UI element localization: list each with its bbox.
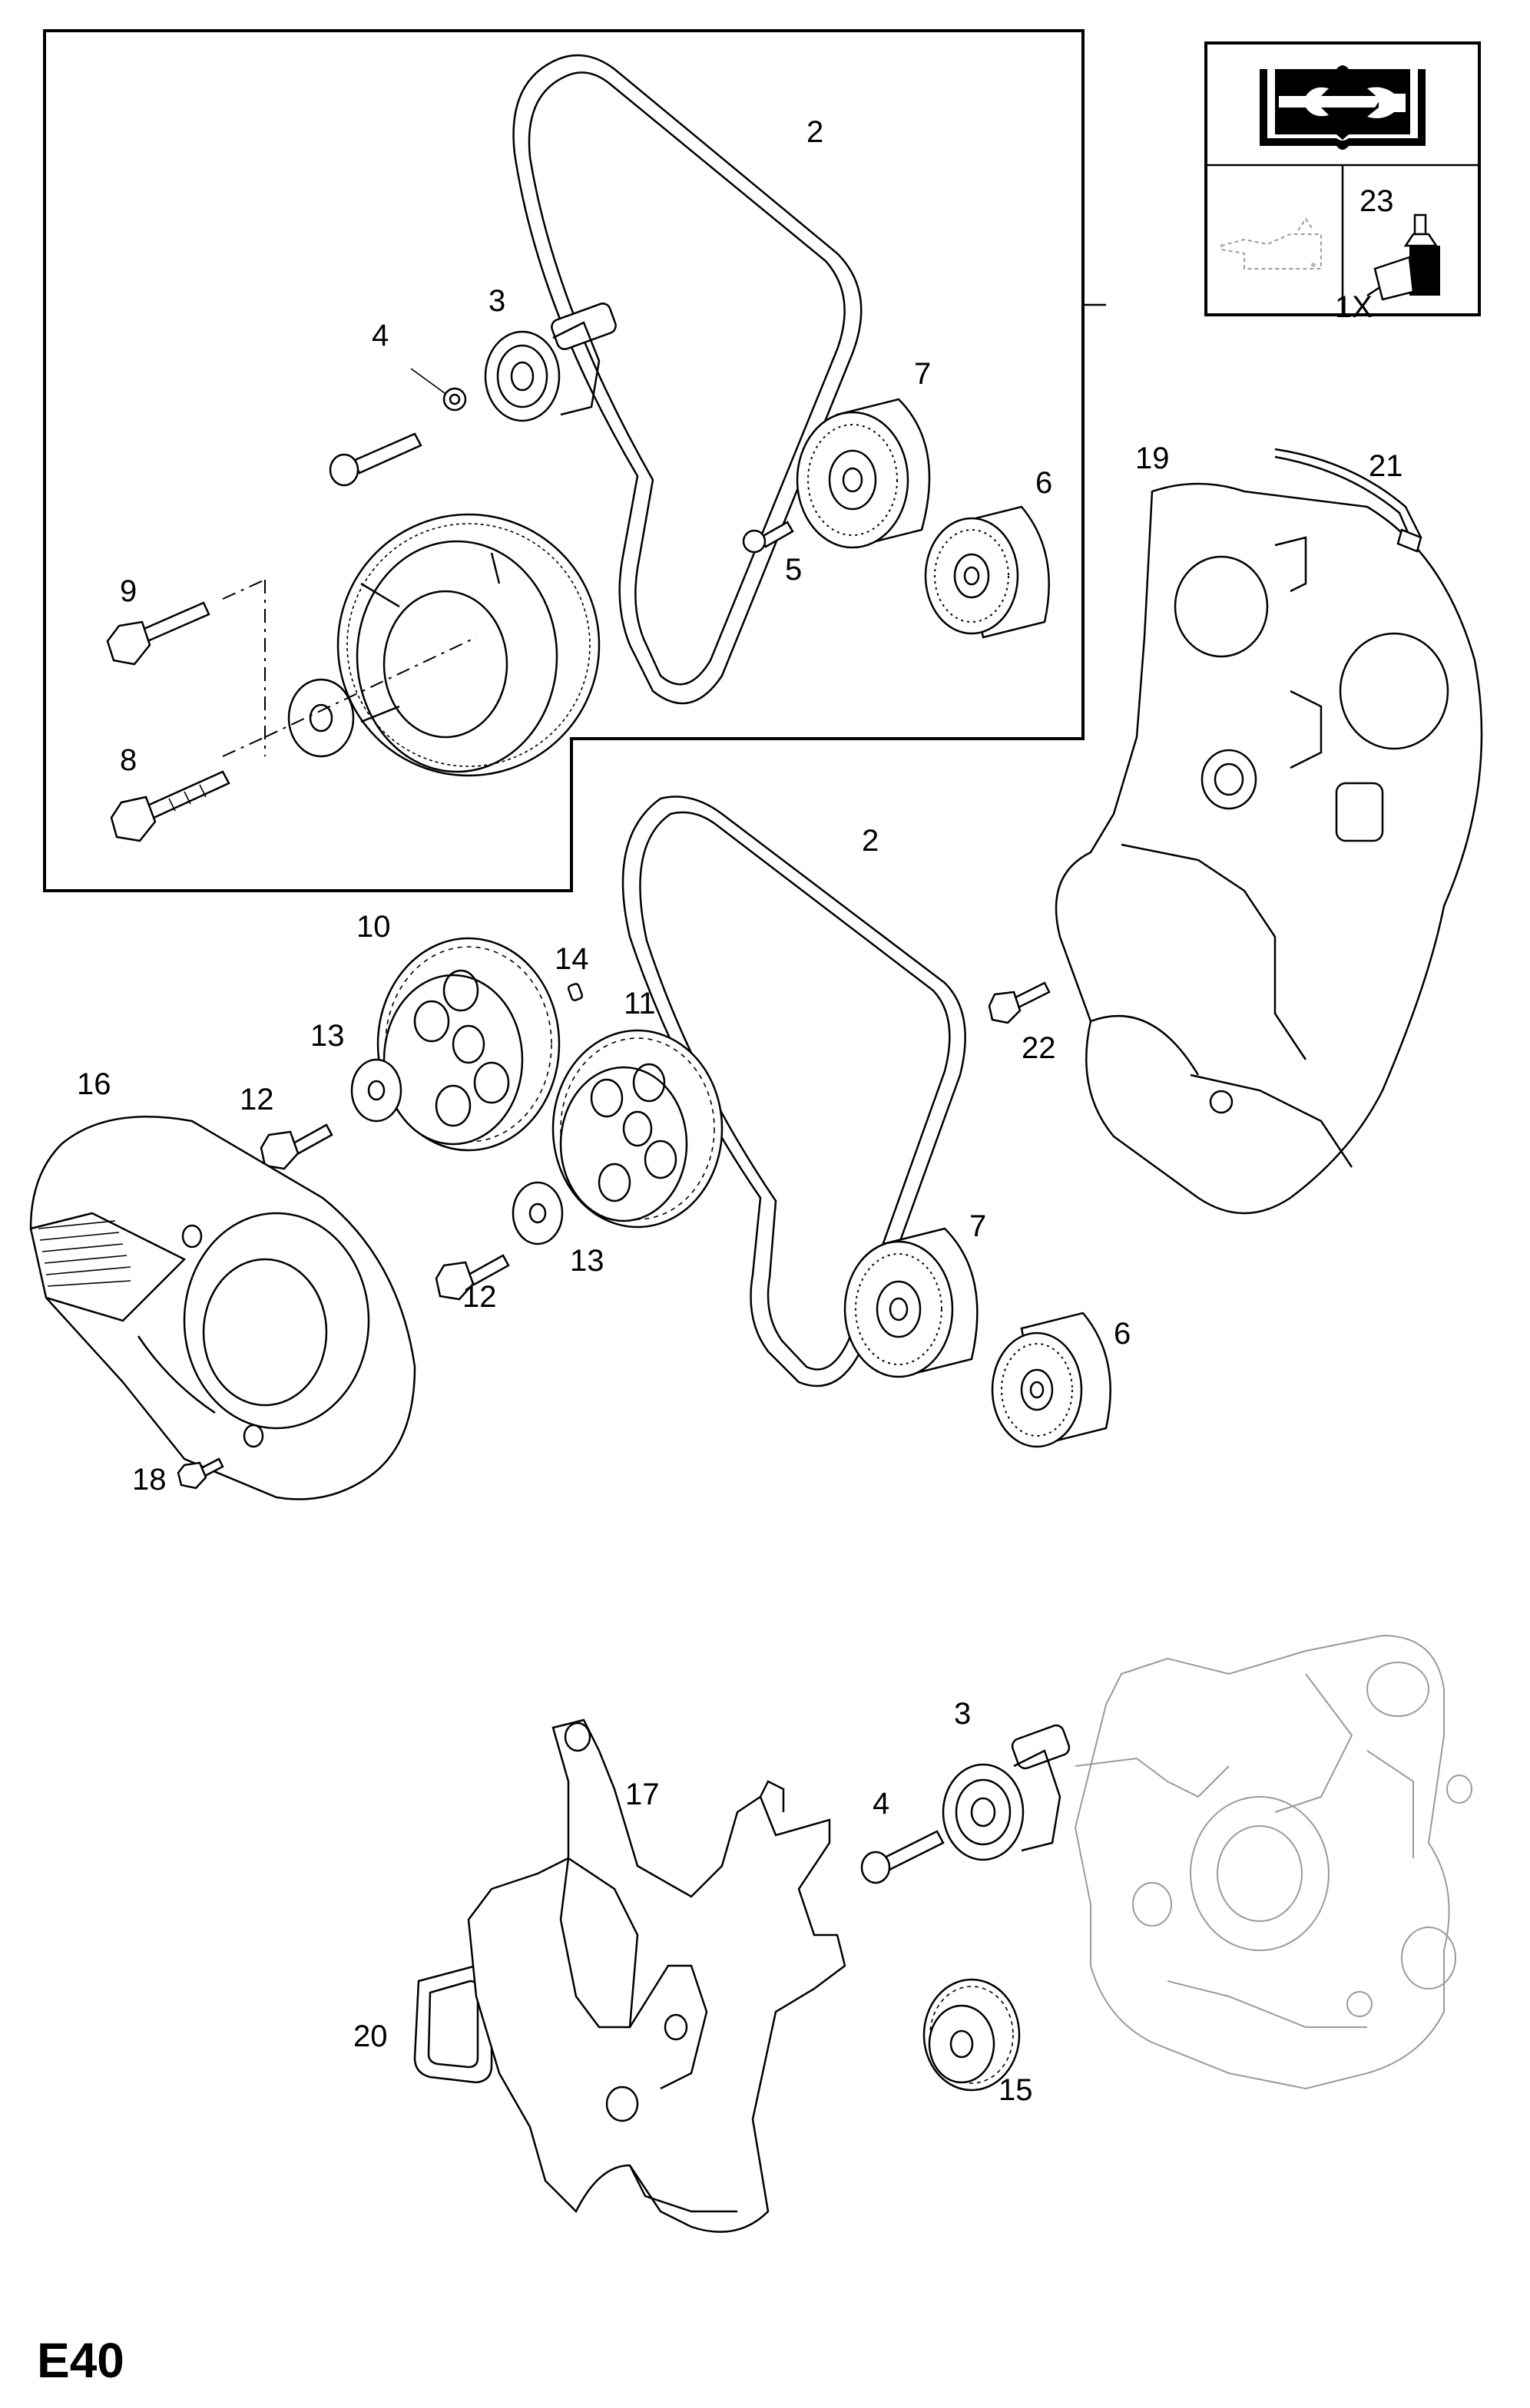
timing-belt-mid [621, 796, 966, 1388]
callout-3-top: 3 [488, 284, 505, 318]
callout-11: 11 [624, 987, 656, 1020]
callout-14: 14 [555, 942, 589, 976]
legend-box [1204, 41, 1481, 316]
service-manual-icon [1260, 65, 1426, 150]
crankshaft-pulley [336, 513, 601, 777]
callout-15: 15 [998, 2073, 1033, 2107]
legend-label-23: 23 [1359, 184, 1394, 218]
callout-12-b: 12 [462, 1280, 497, 1314]
tensioner-pulley-bottom [942, 1724, 1071, 1861]
tensioner-pulley-top [484, 303, 617, 422]
washer-13-a [350, 1058, 402, 1123]
bolt-5 [742, 521, 794, 554]
callout-8: 8 [120, 743, 137, 777]
crank-sprocket-15 [922, 1978, 1021, 2092]
callout-4-top: 4 [372, 319, 389, 352]
callout-18: 18 [132, 1463, 167, 1497]
bolt-22 [988, 981, 1051, 1024]
callout-22: 22 [1022, 1031, 1056, 1065]
callout-5: 5 [785, 553, 802, 587]
inner-cover-17 [467, 1718, 846, 2233]
sealant-bottle-icon [1366, 213, 1440, 301]
bolt-18 [177, 1457, 224, 1490]
callout-19: 19 [1135, 442, 1170, 475]
page-id: E40 [37, 2333, 124, 2388]
washer-13-b [512, 1181, 564, 1245]
bolt-4-top [329, 368, 467, 487]
kit-bracket-label: 1X [1335, 290, 1373, 324]
rear-timing-cover-19 [1055, 482, 1483, 1215]
callout-20: 20 [353, 2019, 388, 2053]
bolt-4-bottom [860, 1830, 945, 1884]
idler-pulley-6-top [924, 505, 1050, 639]
callout-16: 16 [77, 1067, 111, 1101]
kit-group-frame [43, 29, 1106, 892]
callout-12-a: 12 [240, 1083, 274, 1116]
callout-6-top: 6 [1035, 466, 1052, 500]
dowel-pin-14 [567, 983, 584, 1001]
callout-7-top: 7 [914, 357, 931, 391]
gasket-20 [413, 1964, 493, 2084]
axis-lines-top [222, 579, 477, 757]
callout-6-mid: 6 [1114, 1317, 1131, 1351]
callout-2-mid: 2 [862, 824, 879, 858]
engine-block-outline [1074, 1634, 1472, 2090]
bolt-12-b [435, 1254, 510, 1301]
callout-17: 17 [625, 1778, 660, 1811]
callout-13-a: 13 [310, 1019, 345, 1053]
callout-21: 21 [1369, 449, 1403, 483]
callout-7-mid: 7 [969, 1209, 986, 1243]
idler-pulley-6-mid [991, 1312, 1111, 1448]
callout-10: 10 [356, 910, 391, 944]
idler-pulley-7-mid [843, 1227, 979, 1378]
callout-9: 9 [120, 574, 137, 608]
timing-belt-top [512, 54, 863, 705]
callout-2-top: 2 [806, 115, 823, 149]
camshaft-sprocket-11 [551, 1029, 724, 1229]
bolt-8 [110, 770, 230, 842]
front-cover-16 [29, 1116, 416, 1500]
crank-washer [287, 678, 355, 758]
bolt-9 [106, 601, 210, 666]
bolt-12-a [260, 1123, 333, 1170]
oil-can-icon [1220, 217, 1322, 270]
callout-4-bottom: 4 [873, 1787, 889, 1821]
camshaft-sprocket-10 [376, 937, 561, 1152]
seal-strip-21 [1274, 448, 1422, 553]
callout-3-bottom: 3 [954, 1697, 971, 1731]
idler-pulley-7-top [796, 398, 931, 549]
callout-13-b: 13 [570, 1244, 604, 1278]
